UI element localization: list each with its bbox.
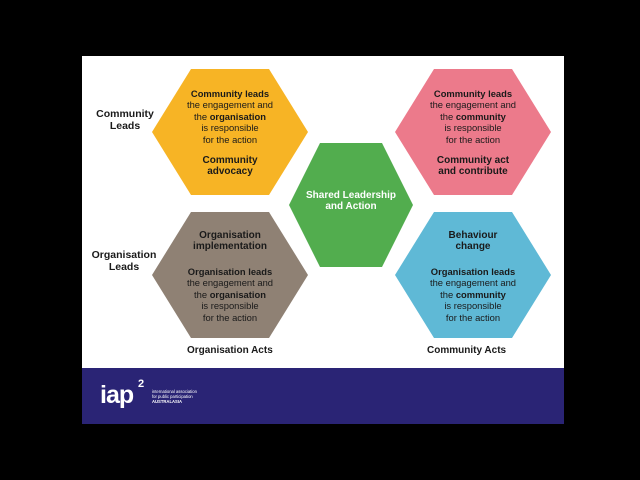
logo-subtitle: international association for public par… xyxy=(152,389,197,404)
hexagon-title: Behaviour change xyxy=(448,230,498,253)
hexagon-title: Organisation implementation xyxy=(193,230,267,253)
community-leads-label: Community Leads xyxy=(96,108,154,132)
behaviour-change-hexagon: Behaviour change Organisation leads the … xyxy=(395,212,551,338)
organisation-acts-label: Organisation Acts xyxy=(187,345,273,356)
shared-leadership-hexagon: Shared Leadership and Action xyxy=(289,143,413,267)
hexagon-title: Shared Leadership and Action xyxy=(305,190,397,213)
community-advocacy-hexagon: Community leads the engagement and the o… xyxy=(152,69,308,195)
iap2-logo: iap 2 international association for publ… xyxy=(100,378,240,414)
organisation-implementation-hexagon: Organisation implementation Organisation… xyxy=(152,212,308,338)
logo-wordmark: iap xyxy=(100,381,134,409)
community-act-hexagon: Community leads the engagement and the c… xyxy=(395,69,551,195)
organisation-leads-label: Organisation Leads xyxy=(91,249,157,273)
hexagon-title: Community act and contribute xyxy=(436,155,510,178)
hexagon-title: Community advocacy xyxy=(202,155,258,178)
hexagon-description: Community leads the engagement and the o… xyxy=(186,88,273,145)
slide: Community Leads Organisation Leads Commu… xyxy=(82,56,564,424)
hexagon-description: Community leads the engagement and the c… xyxy=(429,88,516,145)
community-acts-label: Community Acts xyxy=(427,345,507,356)
hexagon-description: Organisation leads the engagement and th… xyxy=(429,266,516,323)
footer-band xyxy=(82,368,564,424)
hexagon-description: Organisation leads the engagement and th… xyxy=(186,266,273,323)
logo-superscript: 2 xyxy=(138,378,145,390)
